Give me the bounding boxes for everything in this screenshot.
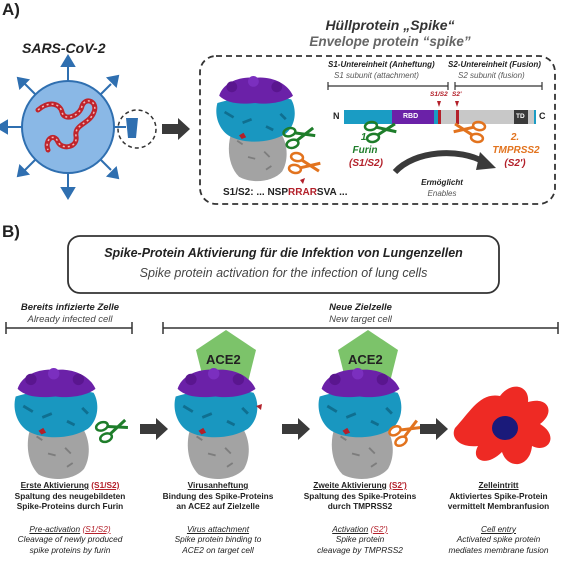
c-terminus: C bbox=[539, 111, 546, 121]
bracket-target bbox=[162, 322, 559, 334]
s2-label-en: S2 subunit (fusion) bbox=[458, 71, 525, 80]
step-3-tag-en: (S2') bbox=[370, 523, 388, 534]
spike-step-3 bbox=[317, 366, 403, 481]
td-label: TD bbox=[516, 113, 525, 120]
arrow-1 bbox=[140, 418, 168, 440]
furin-name: Furin bbox=[352, 145, 378, 156]
virus-name: SARS-CoV-2 bbox=[22, 40, 106, 56]
tmprss2-site: (S2') bbox=[504, 158, 526, 169]
step-1-desc-de-2: Spike-Proteins durch Furin bbox=[16, 501, 124, 511]
step-4-desc-de-2: vermittelt Membranfusion bbox=[447, 501, 550, 511]
site-s1s2-label: S1/S2 bbox=[430, 91, 448, 98]
spike-title-de: Hüllprotein „Spike“ bbox=[325, 17, 455, 33]
spike-title-en: Envelope protein “spike” bbox=[309, 34, 471, 49]
bracket-infected bbox=[5, 322, 133, 334]
step-1-tag-de: (S1/S2) bbox=[91, 480, 120, 490]
step-2-desc-en-2: ACE2 on target cell bbox=[182, 544, 254, 555]
step-2-title-de: Virusanheftung bbox=[187, 480, 249, 490]
sequence-prefix: S1/S2: ... NSP bbox=[223, 187, 289, 198]
sequence-suffix: SVA ... bbox=[316, 187, 348, 198]
step-3-desc-de-1: Spaltung des Spike-Proteins bbox=[303, 490, 417, 501]
enables-de: Ermöglicht bbox=[421, 178, 463, 187]
infected-cell-de: Bereits infizierte Zelle bbox=[20, 302, 120, 313]
s1-label-en: S1 subunit (attachment) bbox=[334, 71, 419, 80]
step-1-tag-en: (S1/S2) bbox=[82, 523, 111, 534]
panel-b-label: B) bbox=[2, 222, 20, 241]
spike-detail-box bbox=[199, 55, 556, 205]
step-2-desc-en-1: Spike protein binding to bbox=[174, 534, 262, 544]
sequence-furin-motif: RRAR bbox=[288, 187, 317, 198]
step-1-desc-de-1: Spaltung des neugebildeten bbox=[14, 490, 126, 501]
arrow-2 bbox=[282, 418, 310, 440]
infected-cell-en: Already infected cell bbox=[27, 314, 113, 325]
site-s2p-label: S2' bbox=[452, 91, 462, 98]
tmprss2-name: TMPRSS2 bbox=[492, 145, 540, 156]
step-3-title-en: Activation bbox=[332, 523, 369, 534]
panel-a-label: A) bbox=[2, 0, 20, 19]
s1-label-de: S1-Untereinheit (Anheftung) bbox=[328, 60, 435, 69]
step-4-desc-en-1: Activated spike protein bbox=[456, 534, 541, 544]
step-2-caption: Virusanheftung Bindung des Spike-Protein… bbox=[148, 480, 288, 555]
step-4-title-en: Cell entry bbox=[480, 523, 517, 534]
scissors-step-1 bbox=[93, 412, 132, 445]
step-1-desc-en-2: spike proteins by furin bbox=[29, 544, 111, 555]
step-1-title-de: Erste Aktivierung bbox=[20, 480, 89, 490]
spike-structure-a bbox=[214, 74, 297, 183]
step-3-desc-en-2: cleavage by TMPRSS2 bbox=[317, 544, 403, 555]
step-3-tag-de: (S2') bbox=[389, 480, 407, 490]
spike-step-1 bbox=[13, 366, 99, 481]
step-2-desc-de-1: Bindung des Spike-Proteins bbox=[162, 490, 274, 501]
ace2-label-step-3: ACE2 bbox=[348, 352, 383, 367]
step-1-caption: Erste Aktivierung (S1/S2) Spaltung des n… bbox=[0, 480, 140, 555]
step-4-title-de: Zelleintritt bbox=[478, 480, 519, 490]
scissors-tmprss2-a bbox=[286, 150, 323, 179]
rbd-label: RBD bbox=[403, 113, 419, 120]
n-terminus: N bbox=[333, 111, 340, 121]
spike-step-2 bbox=[173, 366, 259, 481]
target-cell bbox=[453, 386, 551, 465]
step-4-desc-de-1: Aktiviertes Spike-Protein bbox=[449, 490, 548, 501]
target-cell-en: New target cell bbox=[329, 314, 392, 325]
step-1-title-en: Pre-activation bbox=[29, 523, 81, 534]
step-2-title-en: Virus attachment bbox=[186, 523, 250, 534]
step-3-caption: Zweite Aktivierung (S2') Spaltung des Sp… bbox=[290, 480, 430, 555]
cleavage-sequence: S1/S2: ... NSPRRARSVA ... bbox=[223, 187, 347, 198]
step-3-desc-de-2: durch TMPRSS2 bbox=[327, 501, 393, 511]
arrow-3 bbox=[420, 418, 448, 440]
step-3-desc-en-1: Spike protein bbox=[335, 534, 385, 544]
panel-b-title-en: Spike protein activation for the infecti… bbox=[139, 266, 428, 280]
enables-arrow bbox=[392, 150, 486, 175]
step-4-desc-en-2: mediates membrane fusion bbox=[448, 544, 549, 555]
title-box bbox=[67, 235, 500, 294]
step-2-desc-de-2: an ACE2 auf Zielzelle bbox=[176, 501, 260, 511]
target-cell-de: Neue Zielzelle bbox=[329, 302, 392, 313]
ace2-label-step-2: ACE2 bbox=[206, 352, 241, 367]
step-1-desc-en-1: Cleavage of newly produced bbox=[17, 534, 123, 544]
arrow-virus-to-spike bbox=[162, 118, 190, 140]
enables-en: Enables bbox=[427, 189, 457, 198]
furin-site: (S1/S2) bbox=[349, 158, 383, 169]
tmprss2-number: 2. bbox=[510, 132, 520, 143]
step-3-title-de: Zweite Aktivierung bbox=[313, 480, 387, 490]
furin-number: 1. bbox=[360, 132, 370, 143]
domain-bar bbox=[327, 82, 543, 124]
s2-label-de: S2-Untereinheit (Fusion) bbox=[448, 60, 541, 69]
virus-illustration bbox=[0, 54, 157, 200]
step-4-caption: Zelleintritt Aktiviertes Spike-Protein v… bbox=[430, 480, 567, 555]
panel-b-title-de: Spike-Protein Aktivierung für die Infekt… bbox=[104, 246, 463, 260]
